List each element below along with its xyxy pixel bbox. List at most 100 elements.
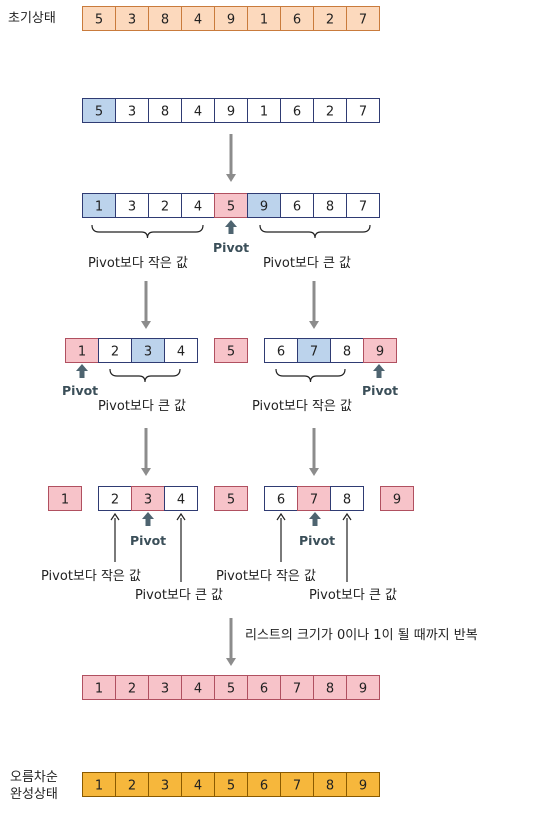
- array-cell-value: 4: [194, 105, 202, 120]
- array-cell: [131, 486, 165, 511]
- array-cell: [280, 6, 314, 31]
- sorted-state-label-line1: 오름차순: [10, 770, 58, 785]
- pointer-step4-greater-left: [176, 512, 186, 582]
- initial-state-label: 초기상태: [8, 11, 56, 26]
- flow-arrow-3-right: [309, 428, 319, 476]
- array-cell-value: 2: [111, 493, 119, 508]
- pivot-label-step3-left: Pivot: [62, 383, 99, 398]
- array-cell: [115, 193, 149, 218]
- array-cell-value: 3: [161, 682, 169, 697]
- array-cell: [48, 486, 82, 511]
- array-cell: [346, 6, 380, 31]
- array-cell-value: 2: [326, 13, 334, 28]
- array-cell-value: 3: [161, 779, 169, 794]
- array-cell: [131, 338, 165, 363]
- array-cell: [264, 486, 298, 511]
- brace-step2-less: [91, 224, 204, 239]
- pointer-arrow-head: [276, 512, 286, 521]
- array-cell: [115, 98, 149, 123]
- step4-row-a: 1: [48, 486, 82, 511]
- pivot-arrow-step4-left: [142, 512, 154, 526]
- array-cell: [247, 675, 281, 700]
- array-cell: [346, 772, 380, 797]
- pivot-arrow-shape: [309, 512, 321, 526]
- array-cell: [280, 193, 314, 218]
- array-cell: [313, 98, 347, 123]
- array-cell-value: 8: [326, 682, 334, 697]
- step4-greater-label-right: Pivot보다 큰 값: [309, 588, 398, 603]
- array-cell: [214, 772, 248, 797]
- step4-row-c: 5: [214, 486, 248, 511]
- array-cell-value: 5: [227, 493, 235, 508]
- pivot-arrow-shape: [76, 364, 88, 378]
- pivot-arrow-shape: [142, 512, 154, 526]
- flow-arrow-head: [226, 658, 236, 666]
- array-cell: [148, 772, 182, 797]
- array-cell: [280, 772, 314, 797]
- array-cell-value: 5: [95, 105, 103, 120]
- array-cell-value: 9: [227, 13, 235, 28]
- step4-greater-label-left: Pivot보다 큰 값: [135, 588, 224, 603]
- array-cell-value: 1: [260, 105, 268, 120]
- connector-marks: [76, 134, 385, 666]
- pivot-label-step4-left: Pivot: [130, 533, 167, 548]
- array-cell-value: 1: [61, 493, 69, 508]
- array-cell-value: 8: [343, 345, 351, 360]
- array-cell-value: 3: [144, 493, 152, 508]
- array-cell-value: 1: [260, 13, 268, 28]
- array-cell-value: 6: [277, 345, 285, 360]
- array-cell: [313, 193, 347, 218]
- step4-less-label-right: Pivot보다 작은 값: [216, 569, 316, 584]
- array-cell: [181, 675, 215, 700]
- array-cell-value: 9: [227, 105, 235, 120]
- step3-middle-row: 5: [214, 338, 248, 363]
- array-cell-value: 7: [293, 779, 301, 794]
- array-cell: [247, 772, 281, 797]
- array-cell: [380, 486, 414, 511]
- array-cell: [313, 6, 347, 31]
- flow-arrow-1: [226, 134, 236, 182]
- array-cell: [214, 338, 248, 363]
- array-cell: [313, 675, 347, 700]
- array-cell-value: 9: [359, 682, 367, 697]
- pivot-arrow-step3-left: [76, 364, 88, 378]
- step4-less-label-left: Pivot보다 작은 값: [41, 569, 141, 584]
- step3-right-row: 6 7 8 9: [264, 338, 397, 363]
- step2-greater-label: Pivot보다 큰 값: [263, 256, 352, 271]
- array-cell-value: 9: [376, 345, 384, 360]
- array-cell-value: 7: [310, 345, 318, 360]
- pivot-arrow-shape: [225, 220, 237, 234]
- pivot-arrow-step3-right: [373, 364, 385, 378]
- flow-arrow-head: [141, 321, 151, 329]
- array-cell-value: 8: [343, 493, 351, 508]
- array-cell-value: 4: [194, 200, 202, 215]
- array-cell: [181, 193, 215, 218]
- repeat-note: 리스트의 크기가 0이나 1이 될 때까지 반복: [245, 628, 478, 643]
- pivot-label-step3-right: Pivot: [362, 383, 399, 398]
- array-cell: [247, 6, 281, 31]
- array-cell-value: 7: [359, 13, 367, 28]
- step3-less-label: Pivot보다 작은 값: [252, 399, 352, 414]
- step4-row-e: 9: [380, 486, 414, 511]
- pointer-arrow-head: [110, 512, 120, 521]
- array-cell: [148, 675, 182, 700]
- array-cell-value: 9: [359, 779, 367, 794]
- array-cell: [98, 338, 132, 363]
- array-cell: [148, 193, 182, 218]
- array-cell-value: 1: [95, 682, 103, 697]
- flow-arrow-2-left: [141, 281, 151, 329]
- array-cell: [82, 772, 116, 797]
- pivot-arrow-shape: [373, 364, 385, 378]
- array-cell-value: 9: [260, 200, 268, 215]
- array-cell-value: 3: [128, 105, 136, 120]
- flow-arrow-3-left: [141, 428, 151, 476]
- array-cell-value: 3: [128, 200, 136, 215]
- flow-arrow-head: [309, 468, 319, 476]
- array-cell: [181, 98, 215, 123]
- pivot-arrow-step4-right: [309, 512, 321, 526]
